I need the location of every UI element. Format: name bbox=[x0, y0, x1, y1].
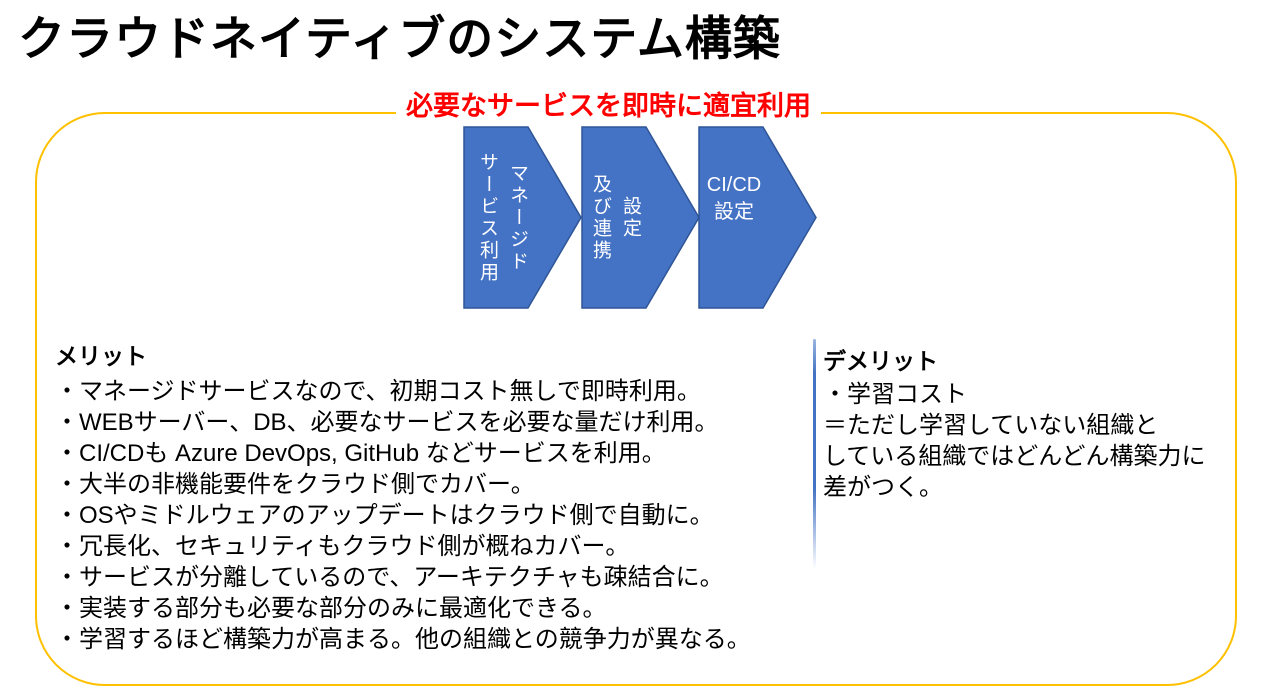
process-arrow-1-label: マネージド サービス利用 bbox=[477, 151, 528, 284]
merits-section: メリット ・マネージドサービスなので、初期コスト無しで即時利用。・WEBサーバー… bbox=[55, 337, 810, 655]
demerit-line: ・学習コスト bbox=[823, 381, 967, 408]
demerit-line: している組織ではどんどん構築力に bbox=[823, 443, 1206, 470]
merit-item: ・マネージドサービスなので、初期コスト無しで即時利用。 bbox=[55, 378, 701, 405]
demerits-lines: ・学習コスト ＝ただし学習していない組織としている組織ではどんどん構築力に差がつく… bbox=[823, 379, 1223, 503]
merit-item: ・冗長化、セキュリティもクラウド側が概ねカバー。 bbox=[55, 533, 630, 560]
process-arrow-3 bbox=[698, 126, 817, 309]
process-arrow-2 bbox=[581, 126, 700, 309]
merit-item: ・CI/CDも Azure DevOps, GitHub などサービスを利用。 bbox=[55, 440, 666, 467]
demerit-line: ＝ただし学習していない組織と bbox=[823, 412, 1159, 439]
merit-item: ・WEBサーバー、DB、必要なサービスを必要な量だけ利用。 bbox=[55, 409, 719, 436]
merits-list: ・マネージドサービスなので、初期コスト無しで即時利用。・WEBサーバー、DB、必… bbox=[55, 376, 810, 655]
process-arrow-3-label: CI/CD 設定 bbox=[706, 174, 762, 223]
section-divider-line bbox=[813, 339, 816, 569]
demerits-section: デメリット ・学習コスト ＝ただし学習していない組織としている組織ではどんどん構築… bbox=[823, 342, 1223, 503]
merit-item: ・OSやミドルウェアのアップデートはクラウド側で自動に。 bbox=[55, 502, 714, 529]
merit-item: ・実装する部分も必要な部分のみに最適化できる。 bbox=[55, 595, 607, 622]
demerits-heading: デメリット bbox=[823, 348, 938, 374]
process-arrow-2-label: 設定 及び連携 bbox=[590, 173, 641, 262]
merit-item: ・大半の非機能要件をクラウド側でカバー。 bbox=[55, 471, 535, 498]
slide-title: クラウドネイティブのシステム構築 bbox=[18, 12, 781, 65]
demerit-line: 差がつく。 bbox=[823, 474, 943, 501]
process-arrow-1 bbox=[463, 126, 582, 309]
callout-text: 必要なサービスを即時に適宜利用 bbox=[396, 84, 821, 123]
merits-heading: メリット bbox=[55, 343, 147, 369]
merit-item: ・学習するほど構築力が高まる。他の組織との競争力が異なる。 bbox=[55, 626, 751, 653]
merit-item: ・サービスが分離しているので、アーキテクチャも疎結合に。 bbox=[55, 564, 724, 591]
